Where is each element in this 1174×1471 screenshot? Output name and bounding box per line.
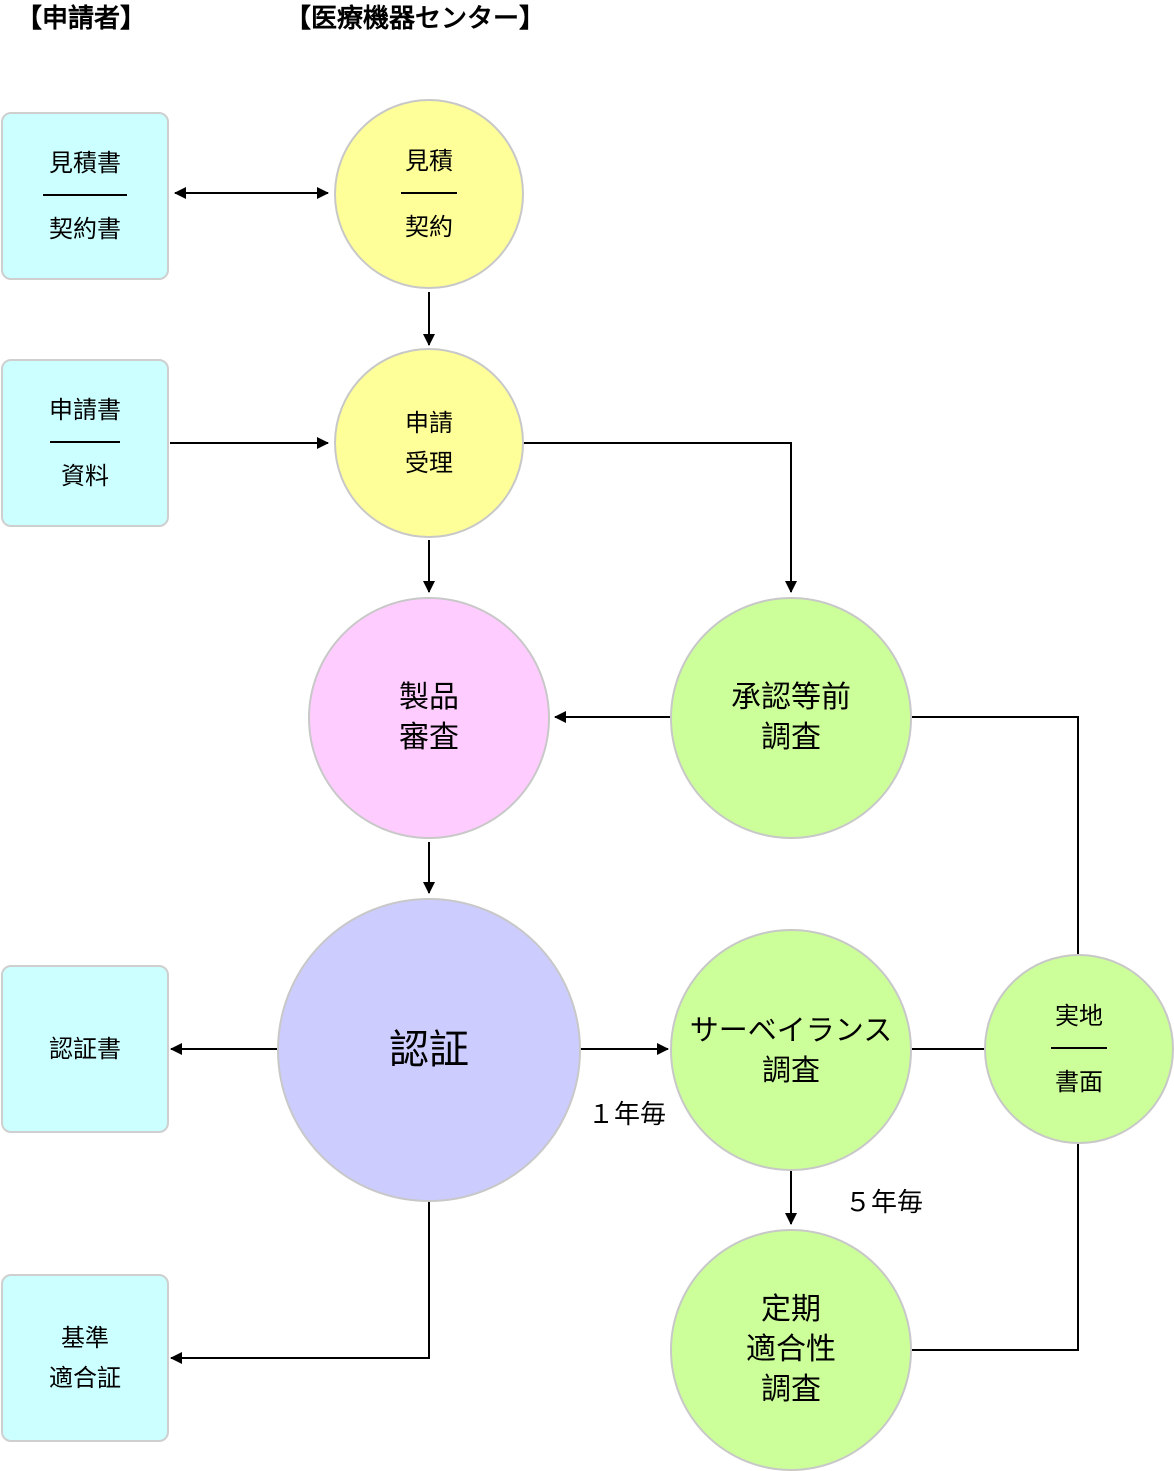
header-applicant: 【申請者】 <box>16 4 147 34</box>
node-contract-label: 契約 <box>405 213 453 241</box>
box-certificate-label: 認証書 <box>49 1035 121 1063</box>
box-conformity-line1: 基準 <box>61 1324 109 1352</box>
divider <box>1051 1047 1107 1049</box>
node-application-intake: 申請 受理 <box>334 348 524 538</box>
node-intake-line1: 申請 <box>405 409 453 437</box>
node-onsite-document: 実地 書面 <box>984 954 1174 1144</box>
edge-cert-conformity <box>170 1201 430 1364</box>
box-materials-label: 資料 <box>61 462 109 490</box>
box-estimate-label: 見積書 <box>49 149 121 177</box>
divider <box>43 194 127 196</box>
edge-intake-presurvey <box>523 442 797 593</box>
node-periodic-line3: 調査 <box>761 1372 821 1407</box>
node-presurvey-line1: 承認等前 <box>731 680 851 715</box>
node-cert-label: 認証 <box>389 1027 469 1073</box>
divider <box>401 192 457 194</box>
node-intake-line2: 受理 <box>405 449 453 477</box>
box-certificate: 認証書 <box>1 965 169 1133</box>
node-surveillance-survey: サーベイランス 調査 <box>670 929 912 1171</box>
node-periodic-conformity-survey: 定期 適合性 調査 <box>670 1229 912 1471</box>
box-standard-conformity: 基準 適合証 <box>1 1274 169 1442</box>
box-contract-label: 契約書 <box>49 215 121 243</box>
divider <box>50 441 120 443</box>
note-every-five-years: ５年毎 <box>845 1188 924 1218</box>
edge-presurvey-onsite <box>912 716 1079 954</box>
box-conformity-line2: 適合証 <box>49 1364 121 1392</box>
box-estimate-contract: 見積書 契約書 <box>1 112 169 280</box>
node-certification: 認証 <box>277 898 581 1202</box>
node-pre-approval-survey: 承認等前 調査 <box>670 597 912 839</box>
node-quote-label: 見積 <box>405 147 453 175</box>
box-application-label: 申請書 <box>49 396 121 424</box>
node-periodic-line1: 定期 <box>761 1292 821 1327</box>
node-surveillance-line1: サーベイランス <box>689 1013 893 1047</box>
node-product-review: 製品 審査 <box>308 597 550 839</box>
node-presurvey-line2: 調査 <box>761 720 821 755</box>
header-center: 【医療機器センター】 <box>285 4 546 34</box>
node-periodic-line2: 適合性 <box>746 1332 836 1367</box>
note-every-year: １年毎 <box>588 1100 667 1130</box>
node-surveillance-line2: 調査 <box>761 1053 820 1087</box>
node-onsite-label: 実地 <box>1055 1002 1103 1030</box>
node-review-line1: 製品 <box>399 680 459 715</box>
node-review-line2: 審査 <box>399 720 459 755</box>
box-application-materials: 申請書 資料 <box>1 359 169 527</box>
node-document-label: 書面 <box>1055 1068 1103 1096</box>
node-quote-contract: 見積 契約 <box>334 99 524 289</box>
edge-onsite-periodic <box>912 1144 1079 1351</box>
